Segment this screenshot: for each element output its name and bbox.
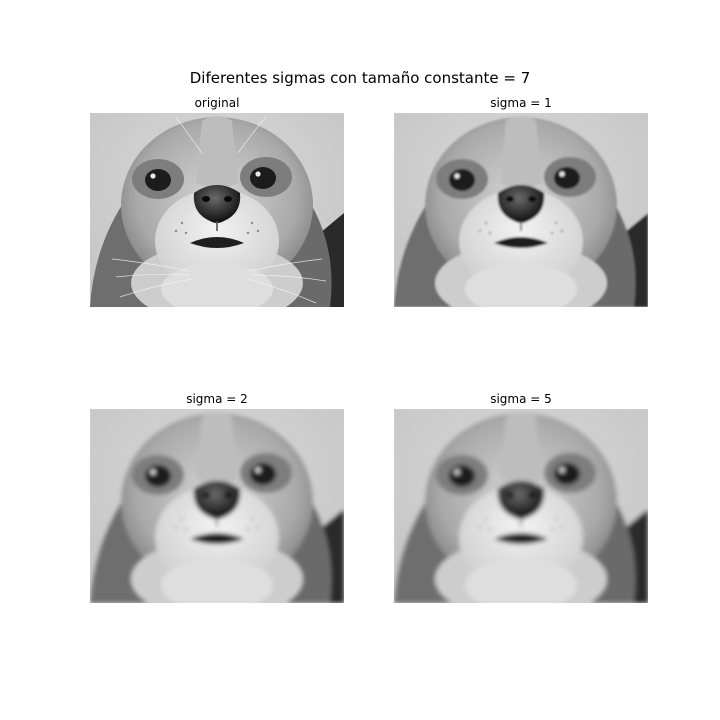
puppy-image xyxy=(90,409,344,603)
image-sigma-1 xyxy=(394,113,648,307)
figure-title: Diferentes sigmas con tamaño constante =… xyxy=(189,69,531,87)
puppy-image xyxy=(394,113,648,307)
image-sigma-2 xyxy=(90,409,344,603)
puppy-image xyxy=(90,113,344,307)
panel-title-sigma-1: sigma = 1 xyxy=(490,96,552,110)
puppy-image xyxy=(394,409,648,603)
panel-title-sigma-2: sigma = 2 xyxy=(186,392,248,406)
image-original xyxy=(90,113,344,307)
panel-title-sigma-5: sigma = 5 xyxy=(490,392,552,406)
image-sigma-5 xyxy=(394,409,648,603)
panel-title-original: original xyxy=(194,96,240,110)
